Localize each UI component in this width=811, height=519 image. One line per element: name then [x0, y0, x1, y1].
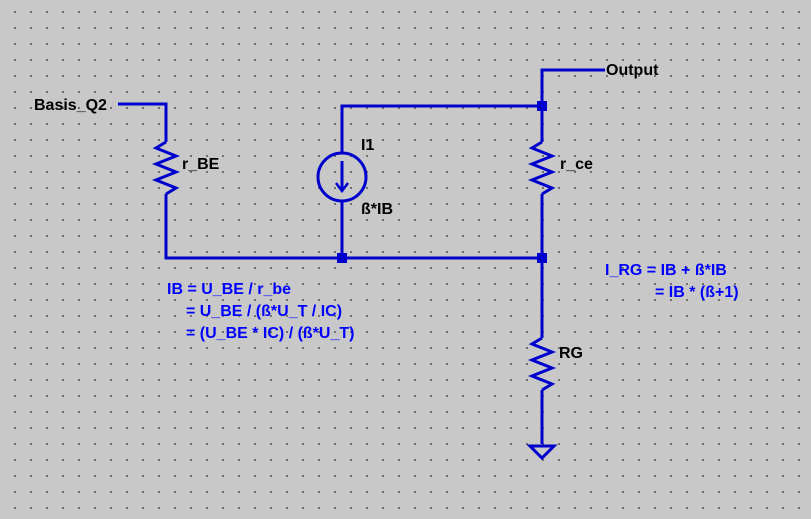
resistor-r-be[interactable]: [151, 140, 181, 196]
note-ib-line-2[interactable]: = U_BE / (ß*U_T / IC): [186, 303, 342, 320]
wire-output: [540, 68, 605, 142]
note-ib-line-1[interactable]: IB = U_BE / r_be: [167, 281, 291, 298]
junction-bottom-right: [537, 253, 547, 263]
note-irg-line-2[interactable]: = IB * (ß+1): [655, 284, 739, 301]
ground-symbol-icon: [526, 444, 558, 461]
wire-r-be-bottom: [164, 194, 542, 260]
label-current-source-value[interactable]: ß*IB: [361, 201, 393, 218]
junction-bottom-middle: [337, 253, 347, 263]
note-ib-line-3[interactable]: = (U_BE * IC) / (ß*U_T): [186, 325, 354, 342]
note-irg-line-1[interactable]: I_RG = IB + ß*IB: [605, 262, 727, 279]
net-label-input[interactable]: Basis_Q2: [34, 97, 107, 114]
resistor-rg[interactable]: [527, 336, 557, 392]
current-source-arrowhead: [335, 182, 349, 194]
net-label-output[interactable]: Output: [606, 62, 659, 79]
label-r-ce[interactable]: r_ce: [560, 156, 593, 173]
label-current-source-name[interactable]: I1: [361, 137, 374, 154]
junction-top-right: [537, 101, 547, 111]
resistor-r-ce[interactable]: [527, 140, 557, 196]
label-r-be[interactable]: r_BE: [182, 156, 220, 173]
wire-top: [340, 104, 542, 153]
wire-input: [118, 102, 168, 142]
label-rg[interactable]: RG: [559, 345, 583, 362]
